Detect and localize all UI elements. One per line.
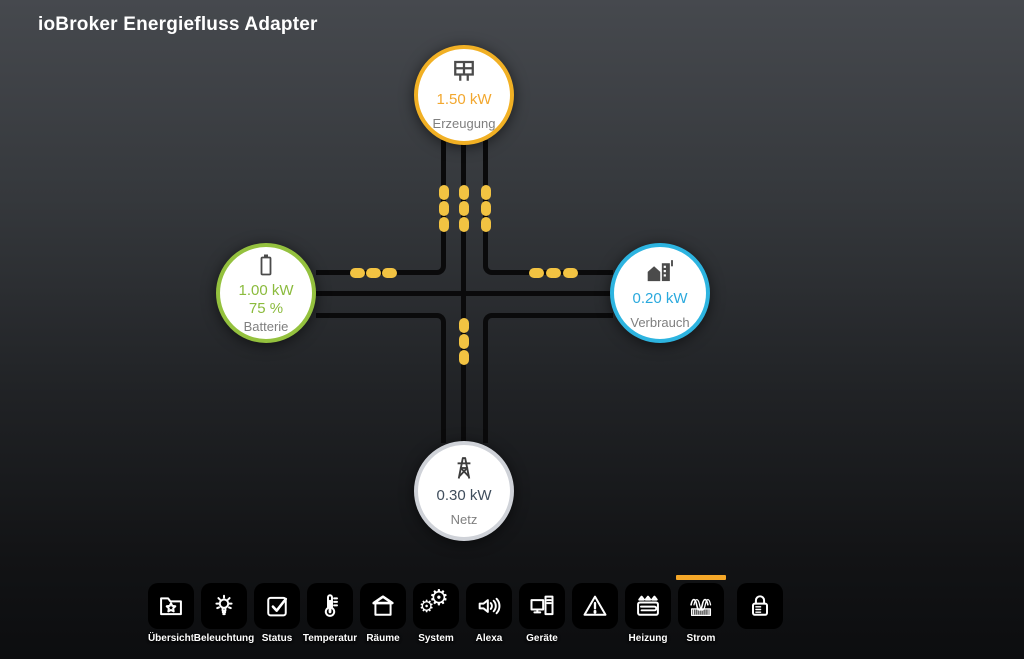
rooms-icon <box>372 595 394 616</box>
system-tile[interactable]: ⚙⚙ <box>413 583 459 629</box>
flow-line-erzeugung-verbrauch <box>483 140 613 275</box>
tab-label: Geräte <box>526 633 558 644</box>
flow-dot <box>459 201 469 216</box>
lock-tile[interactable] <box>737 583 783 629</box>
tab-label: Alexa <box>475 633 503 644</box>
batterie-label: Batterie <box>243 318 289 334</box>
tab-label: Temperatur <box>302 633 358 644</box>
flow-dot <box>459 217 469 232</box>
warning-icon <box>583 595 607 616</box>
flow-dot <box>439 201 449 216</box>
bottom-toolbar: Übersicht Beleuchtung Status <box>148 575 783 645</box>
tab-system[interactable]: ⚙⚙ System <box>413 583 459 645</box>
active-tab-indicator <box>676 575 726 580</box>
tab-heizung[interactable]: Heizung <box>625 583 671 645</box>
flow-line-verbrauch-netz <box>483 313 613 443</box>
solar-panel-icon <box>454 60 474 81</box>
node-netz: 0.30 kW Netz <box>414 441 514 541</box>
power-tile[interactable] <box>678 583 724 629</box>
tab-label: Strom <box>686 633 716 644</box>
tab-strom[interactable]: Strom <box>676 575 726 645</box>
erzeugung-label: Erzeugung <box>432 116 496 131</box>
pylon-icon <box>457 457 471 479</box>
batterie-value: 1.00 kW <box>238 281 294 299</box>
tab-beleuchtung[interactable]: Beleuchtung <box>194 583 254 645</box>
tab-label: Übersicht <box>147 633 195 644</box>
flow-dot <box>481 217 491 232</box>
tab-status[interactable]: Status <box>254 583 300 645</box>
status-tile[interactable] <box>254 583 300 629</box>
flow-dot <box>481 185 491 200</box>
tab-label: Räume <box>366 633 400 644</box>
flow-dot <box>366 268 381 278</box>
tab-uebersicht[interactable]: Übersicht <box>148 583 194 645</box>
heating-tile[interactable] <box>625 583 671 629</box>
flow-line-batterie-netz <box>316 313 446 443</box>
tab-label: Status <box>261 633 293 644</box>
tab-label: Heizung <box>628 633 668 644</box>
flow-dot <box>350 268 365 278</box>
netz-value: 0.30 kW <box>436 487 492 504</box>
page-title: ioBroker Energiefluss Adapter <box>38 14 318 35</box>
verbrauch-value: 0.20 kW <box>632 289 688 307</box>
lighting-tile[interactable] <box>201 583 247 629</box>
lock-icon <box>752 595 768 616</box>
devices-icon <box>530 595 554 616</box>
heating-icon <box>637 595 659 616</box>
alexa-tile[interactable] <box>466 583 512 629</box>
flow-dot <box>382 268 397 278</box>
rooms-tile[interactable] <box>360 583 406 629</box>
overview-icon <box>160 597 182 616</box>
temperature-icon <box>324 594 338 617</box>
overview-tile[interactable] <box>148 583 194 629</box>
node-verbrauch: 0.20 kW Verbrauch <box>610 243 710 343</box>
node-batterie: 1.00 kW 75 % Batterie <box>216 243 316 343</box>
lighting-icon <box>215 594 233 616</box>
tab-warnung[interactable] <box>572 583 618 645</box>
flow-dot <box>459 350 469 365</box>
batterie-soc: 75 % <box>248 299 284 317</box>
flow-dot <box>459 334 469 349</box>
flow-dot <box>439 185 449 200</box>
flow-dot <box>529 268 544 278</box>
tab-lock[interactable] <box>737 583 783 645</box>
verbrauch-label: Verbrauch <box>630 314 690 330</box>
tab-geraete[interactable]: Geräte <box>519 583 565 645</box>
node-erzeugung: 1.50 kW Erzeugung <box>414 45 514 145</box>
battery-icon <box>260 254 272 275</box>
tab-label: Beleuchtung <box>193 633 255 644</box>
status-icon <box>267 596 288 617</box>
temperature-tile[interactable] <box>307 583 353 629</box>
tab-alexa[interactable]: Alexa <box>466 583 512 645</box>
flow-line-erzeugung-batterie <box>316 140 446 275</box>
netz-label: Netz <box>450 512 478 527</box>
flow-dot <box>459 185 469 200</box>
flow-dot <box>481 201 491 216</box>
flow-dot <box>439 217 449 232</box>
erzeugung-value: 1.50 kW <box>436 91 492 108</box>
flow-dot <box>563 268 578 278</box>
flow-line-batterie-verbrauch <box>316 291 613 296</box>
flow-dot <box>546 268 561 278</box>
tab-raeume[interactable]: Räume <box>360 583 406 645</box>
tab-label: System <box>418 633 454 644</box>
devices-tile[interactable] <box>519 583 565 629</box>
power-icon <box>690 598 712 617</box>
home-building-icon <box>647 259 673 281</box>
system-icon: ⚙⚙ <box>419 585 449 616</box>
alexa-icon <box>478 597 501 615</box>
tab-temperatur[interactable]: Temperatur <box>303 583 357 645</box>
flow-dot <box>459 318 469 333</box>
warning-tile[interactable] <box>572 583 618 629</box>
